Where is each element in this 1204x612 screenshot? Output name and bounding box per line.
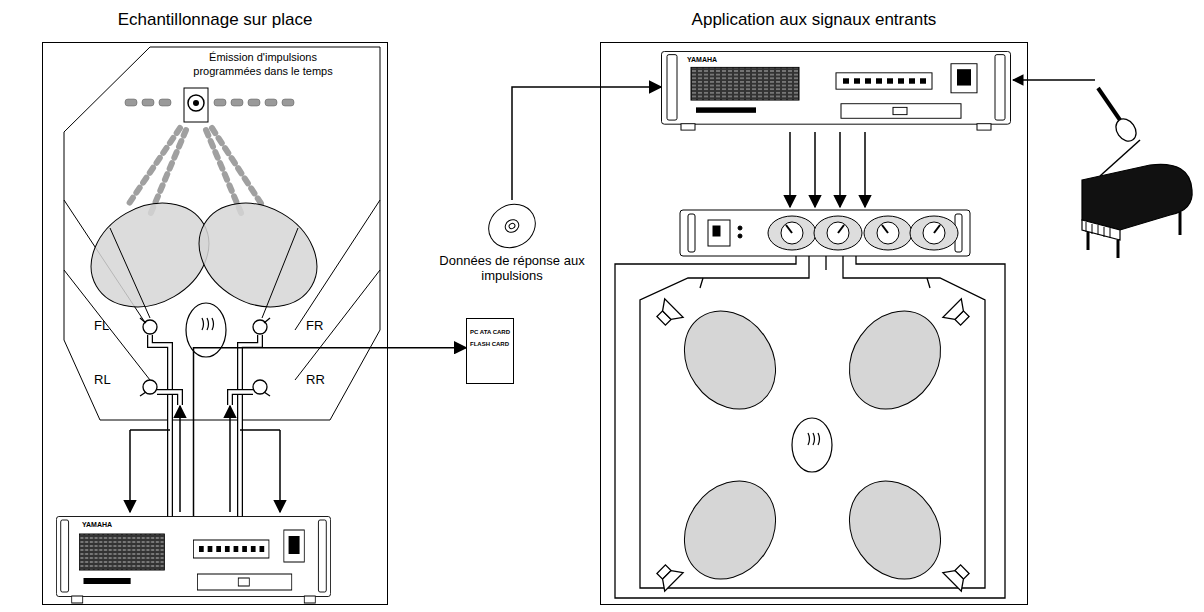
channel-arrows (790, 132, 865, 207)
pulse-emitter (125, 88, 294, 122)
emitter-note: Émission d'impulsions programmées dans l… (172, 50, 354, 79)
rack-unit-drawing (661, 51, 1011, 131)
brand-name: YAMAHA (687, 56, 717, 63)
pulse-rays (128, 128, 262, 215)
panel-heading: Echantillonnage sur place (23, 10, 407, 30)
application-panel: Application aux signaux entrantsYAMAHA (600, 42, 1028, 605)
impulse-data-disc: Données de réponse aux impulsions (432, 200, 592, 284)
processor-unit: YAMAHA (56, 516, 331, 604)
signal-arrows (130, 406, 280, 512)
channel-label: RL (94, 372, 111, 387)
channel-label: RR (306, 372, 325, 387)
input-microphone (1013, 80, 1140, 145)
panel-heading: Application aux signaux entrants (581, 10, 1047, 30)
processor-unit: YAMAHA (661, 51, 1011, 131)
power-amplifier (680, 210, 970, 256)
brand-name: YAMAHA (82, 521, 112, 528)
listener-head (186, 303, 226, 357)
data-flow-arrow (194, 348, 467, 516)
node-text: PC ATA CARD (470, 329, 510, 337)
room-outline (64, 47, 380, 420)
channel-label: FR (306, 318, 323, 333)
listener-head (792, 418, 832, 472)
compact-disc (432, 200, 592, 252)
grand-piano (1082, 140, 1192, 258)
node-text: FLASH CARD (470, 341, 510, 349)
data-flow-arrow (512, 87, 661, 200)
channel-label: FL (94, 318, 109, 333)
sampling-panel: Echantillonnage sur placeYAMAHA (42, 42, 388, 605)
speakers (652, 299, 974, 591)
playback-zones (666, 293, 959, 596)
node-text: Données de réponse aux impulsions (432, 254, 592, 284)
flash-card: PC ATA CARD FLASH CARD (466, 318, 514, 384)
rack-unit-drawing (56, 516, 331, 604)
listening-room (615, 256, 1005, 598)
